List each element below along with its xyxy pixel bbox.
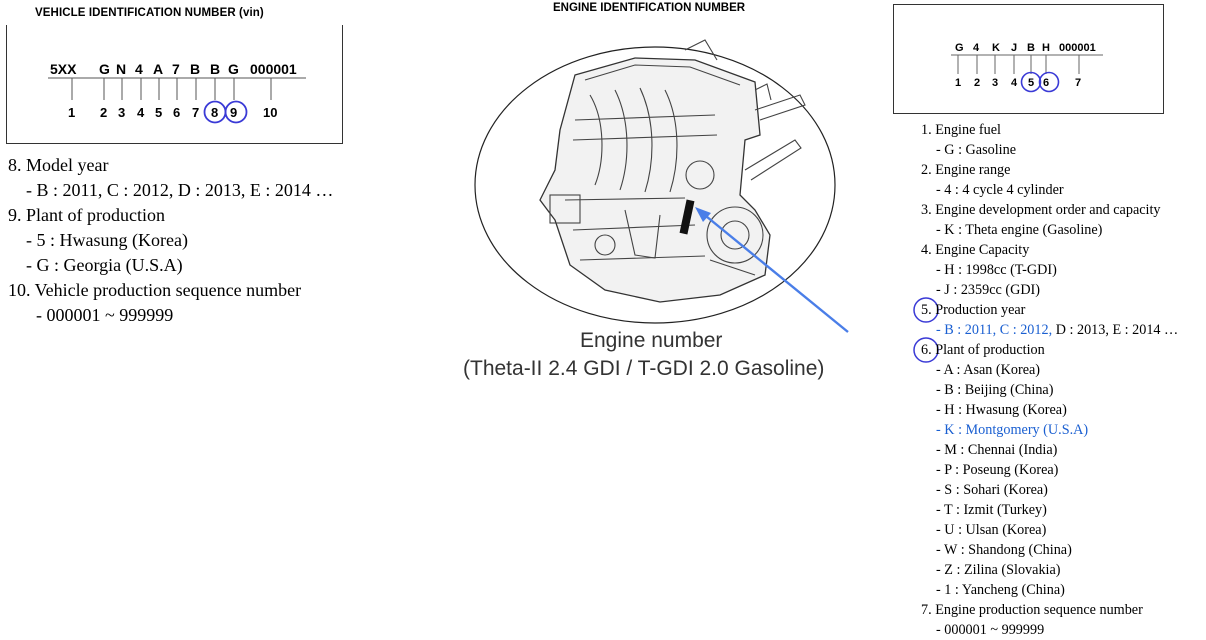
eid-code-6: H bbox=[1042, 42, 1050, 54]
vin-note-model-year: 8. Model year bbox=[8, 155, 109, 175]
eid-index-7: 7 bbox=[1075, 77, 1081, 89]
vin-index-6: 6 bbox=[173, 105, 180, 120]
vin-code-5: A bbox=[153, 61, 163, 77]
vin-note-plant-5: - 5 : Hwasung (Korea) bbox=[26, 230, 188, 250]
note-circle-6 bbox=[913, 337, 939, 363]
vin-notes: 8. Model year - B : 2011, C : 2012, D : … bbox=[8, 153, 333, 328]
eid-code-4: J bbox=[1011, 42, 1017, 54]
notes-highlight-circles bbox=[913, 297, 939, 363]
engine-detail-lines bbox=[549, 39, 806, 276]
eng-note-6a: - A : Asan (Korea) bbox=[936, 362, 1041, 378]
eng-note-7a: - 000001 ~ 999999 bbox=[936, 622, 1045, 638]
eng-note-6b: - B : Beijing (China) bbox=[936, 382, 1054, 398]
engine-number-location-mark bbox=[679, 199, 695, 235]
eid-code-7: 000001 bbox=[1059, 42, 1096, 54]
eid-index-3: 3 bbox=[992, 77, 998, 89]
vin-note-plant: 9. Plant of production bbox=[8, 205, 165, 225]
engine-id-diagram-box bbox=[893, 4, 1164, 114]
engine-illustration bbox=[474, 39, 849, 333]
engine-notes: 1. Engine fuel - G : Gasoline 2. Engine … bbox=[921, 120, 1178, 640]
eng-note-5: 5. Production year bbox=[921, 302, 1026, 318]
eng-note-6g: - S : Sohari (Korea) bbox=[936, 482, 1048, 498]
eng-note-6e: - M : Chennai (India) bbox=[936, 442, 1058, 458]
vin-code-3: N bbox=[116, 61, 126, 77]
eng-note-4: 4. Engine Capacity bbox=[921, 242, 1030, 258]
eng-note-6i: - U : Ulsan (Korea) bbox=[936, 522, 1047, 538]
eng-note-6: 6. Plant of production bbox=[921, 342, 1045, 358]
vin-note-model-year-values: - B : 2011, C : 2012, D : 2013, E : 2014… bbox=[26, 180, 334, 200]
eid-code-2: 4 bbox=[973, 42, 980, 54]
vin-leader-lines bbox=[71, 78, 272, 100]
eng-note-1a: - G : Gasoline bbox=[936, 142, 1016, 158]
vin-index-9: 9 bbox=[230, 105, 237, 120]
eid-highlight-circle-5 bbox=[1020, 71, 1042, 93]
eng-note-3: 3. Engine development order and capacity bbox=[921, 202, 1161, 218]
eng-note-6l: - 1 : Yancheng (China) bbox=[936, 582, 1065, 598]
eng-note-6d: - K : Montgomery (U.S.A) bbox=[936, 422, 1089, 438]
eng-note-4b: - J : 2359cc (GDI) bbox=[936, 282, 1041, 298]
vin-code-7: B bbox=[190, 61, 200, 77]
eng-note-2: 2. Engine range bbox=[921, 162, 1011, 178]
engine-frame-ellipse bbox=[474, 46, 836, 324]
vin-code-2: G bbox=[99, 61, 110, 77]
vin-code-8: B bbox=[210, 61, 220, 77]
vin-index-1: 1 bbox=[68, 105, 75, 120]
vin-index-2: 2 bbox=[100, 105, 107, 120]
engine-number-arrowhead bbox=[695, 207, 711, 222]
vin-index-3: 3 bbox=[118, 105, 125, 120]
eng-note-5a: - B : 2011, C : 2012, D : 2013, E : 2014… bbox=[921, 320, 1178, 340]
vin-highlight-circle-9 bbox=[224, 100, 248, 124]
engine-caption-subtitle: (Theta-II 2.4 GDI / T-GDI 2.0 Gasoline) bbox=[463, 357, 825, 380]
engine-title: ENGINE IDENTIFICATION NUMBER bbox=[553, 2, 746, 14]
vin-note-sequence: 10. Vehicle production sequence number bbox=[8, 280, 302, 300]
engine-number-arrow bbox=[700, 211, 849, 333]
eng-note-5a-rest: D : 2013, E : 2014 … bbox=[1052, 322, 1179, 338]
eng-note-6h: - T : Izmit (Turkey) bbox=[936, 502, 1047, 518]
vin-code-9: G bbox=[228, 61, 239, 77]
eid-code-3: K bbox=[992, 42, 1000, 54]
eid-index-1: 1 bbox=[955, 77, 961, 89]
vin-index-8: 8 bbox=[211, 105, 218, 120]
vin-code-6: 7 bbox=[172, 61, 180, 77]
vin-index-5: 5 bbox=[155, 105, 162, 120]
eid-code-5: B bbox=[1027, 42, 1035, 54]
eid-highlight-circle-6 bbox=[1038, 71, 1060, 93]
engine-body-icon bbox=[539, 57, 771, 303]
vin-diagram: 5XX G N 4 A 7 B B G 000001 1 2 3 4 5 6 7… bbox=[48, 61, 306, 124]
eid-index-4: 4 bbox=[1011, 77, 1018, 89]
note-circle-5 bbox=[913, 297, 939, 323]
eng-note-6c: - H : Hwasung (Korea) bbox=[936, 402, 1067, 418]
vin-index-4: 4 bbox=[137, 105, 145, 120]
eng-note-3a: - K : Theta engine (Gasoline) bbox=[936, 222, 1103, 238]
eng-note-1: 1. Engine fuel bbox=[921, 122, 1001, 138]
vin-index-10: 10 bbox=[263, 105, 277, 120]
eng-note-4a: - H : 1998cc (T-GDI) bbox=[936, 262, 1057, 278]
eng-note-7: 7. Engine production sequence number bbox=[921, 602, 1143, 618]
vin-code-1: 5XX bbox=[50, 61, 77, 77]
eng-note-5a-highlight: - B : 2011, C : 2012, bbox=[936, 322, 1053, 338]
eng-note-6k: - Z : Zilina (Slovakia) bbox=[936, 562, 1061, 578]
eid-leader-lines bbox=[957, 55, 1080, 74]
engine-id-diagram: G 4 K J B H 000001 1 2 3 4 5 6 7 bbox=[951, 42, 1103, 93]
eng-note-6j: - W : Shandong (China) bbox=[936, 542, 1072, 558]
vin-code-10: 000001 bbox=[250, 61, 297, 77]
vin-title: VEHICLE IDENTIFICATION NUMBER (vin) bbox=[35, 7, 264, 19]
eid-index-5: 5 bbox=[1028, 77, 1034, 89]
engine-caption-title: Engine number bbox=[580, 329, 723, 352]
eid-index-2: 2 bbox=[974, 77, 980, 89]
vin-diagram-box bbox=[6, 25, 343, 144]
eid-index-6: 6 bbox=[1043, 77, 1049, 89]
vin-note-plant-g: - G : Georgia (U.S.A) bbox=[26, 255, 183, 275]
eng-note-2a: - 4 : 4 cycle 4 cylinder bbox=[936, 182, 1064, 198]
vin-index-7: 7 bbox=[192, 105, 199, 120]
eid-code-1: G bbox=[955, 42, 964, 54]
eng-note-6f: - P : Poseung (Korea) bbox=[936, 462, 1059, 478]
vin-code-4: 4 bbox=[135, 61, 143, 77]
vin-note-sequence-range: - 000001 ~ 999999 bbox=[36, 305, 174, 325]
